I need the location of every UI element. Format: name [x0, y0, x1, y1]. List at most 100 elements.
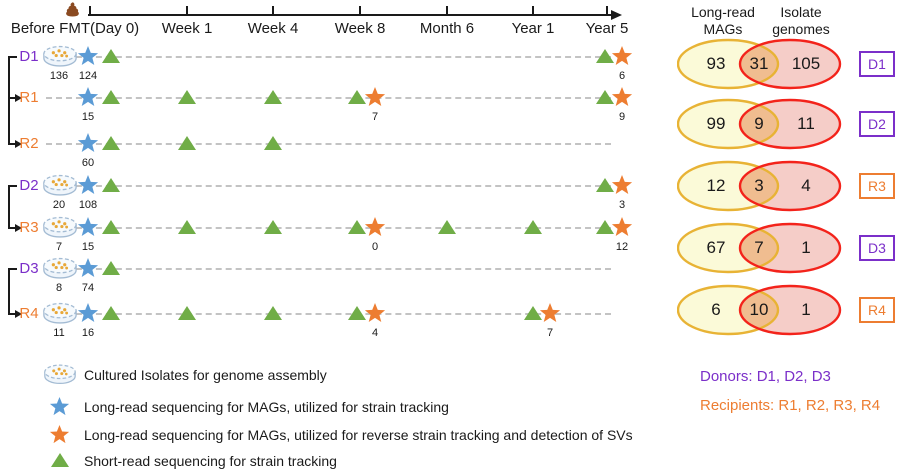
- triangle-icon: [596, 220, 614, 234]
- bracket-arrow-line: [8, 97, 16, 99]
- axis-label-2: Week 4: [247, 20, 299, 37]
- axis-label-5: Year 1: [511, 20, 555, 37]
- bracket-arrowhead: [15, 310, 22, 318]
- triangle-icon: [178, 90, 196, 104]
- recipients-caption: Recipients: R1, R2, R3, R4: [700, 397, 881, 414]
- bracket-stub: [8, 185, 17, 187]
- axis-tick: [89, 6, 91, 15]
- blue-star-icon: [77, 303, 99, 323]
- venn-diagram-R4: [677, 284, 842, 336]
- venn-col1-header-line1: Long-read: [691, 4, 755, 20]
- axis-tick: [532, 6, 534, 15]
- row-track-R2: [46, 143, 611, 145]
- axis-label-4: Month 6: [419, 20, 475, 37]
- triangle-icon: [438, 220, 456, 234]
- venn-diagram-D2: [677, 98, 842, 150]
- bracket-stub: [8, 268, 17, 270]
- row-label-R1: R1: [19, 89, 39, 106]
- row-label-R2: R2: [19, 135, 39, 152]
- orange-star-icon: [364, 87, 386, 107]
- bracket-arrow-line: [8, 227, 16, 229]
- legend-label: Long-read sequencing for MAGs, utilized …: [84, 399, 449, 415]
- orange-star-icon: [611, 175, 633, 195]
- bracket-arrow-line: [8, 313, 16, 315]
- petri-dish-icon: [43, 302, 77, 324]
- symbol-count: 7: [546, 327, 554, 339]
- venn-right-count: 4: [801, 176, 811, 195]
- venn-diagram-D1: [677, 38, 842, 90]
- triangle-icon: [102, 136, 120, 150]
- donors-caption: Donors: D1, D2, D3: [700, 368, 831, 385]
- orange-star-icon: [49, 425, 70, 444]
- triangle-icon: [102, 90, 120, 104]
- orange-star-icon: [539, 303, 561, 323]
- symbol-count: 9: [618, 111, 626, 123]
- venn-label-box-R3: R3: [859, 173, 895, 199]
- dish-count: 20: [52, 199, 66, 211]
- petri-dish-icon: [43, 174, 77, 196]
- bracket-vertical: [8, 268, 10, 315]
- stool-icon: [66, 2, 79, 17]
- axis-label-0: Before FMT(Day 0): [10, 20, 140, 37]
- legend-label: Cultured Isolates for genome assembly: [84, 367, 327, 383]
- dish-count: 7: [55, 241, 63, 253]
- axis-label-6: Year 5: [585, 20, 629, 37]
- row-track-D3: [46, 268, 611, 270]
- row-track-D2: [46, 185, 611, 187]
- axis-tick: [272, 6, 274, 15]
- venn-label-box-R4: R4: [859, 297, 895, 323]
- axis-tick: [446, 6, 448, 15]
- row-label-R3: R3: [19, 219, 39, 236]
- bracket-arrowhead: [15, 140, 22, 148]
- petri-dish-icon: [43, 45, 77, 67]
- venn-col2-header-line1: Isolate: [780, 4, 822, 20]
- venn-left-count: 6: [711, 300, 721, 319]
- venn-overlap-count: 10: [749, 300, 769, 319]
- triangle-icon: [348, 220, 366, 234]
- triangle-icon: [596, 90, 614, 104]
- orange-star-icon: [364, 217, 386, 237]
- venn-col1-header-line2: MAGs: [703, 21, 743, 37]
- bracket-arrow-line: [8, 143, 16, 145]
- dish-count: 136: [49, 70, 69, 82]
- axis-tick: [186, 6, 188, 15]
- petri-dish-icon: [43, 216, 77, 238]
- bracket-vertical: [8, 185, 10, 229]
- axis-tick: [606, 6, 608, 15]
- symbol-count: 0: [371, 241, 379, 253]
- symbol-count: 74: [81, 282, 95, 294]
- blue-star-icon: [77, 133, 99, 153]
- symbol-count: 15: [81, 111, 95, 123]
- orange-star-icon: [611, 87, 633, 107]
- venn-right-count: 105: [791, 54, 821, 73]
- blue-star-icon: [77, 175, 99, 195]
- symbol-count: 16: [81, 327, 95, 339]
- triangle-icon: [178, 306, 196, 320]
- axis-tick: [359, 6, 361, 15]
- venn-overlap-count: 3: [754, 176, 764, 195]
- orange-star-icon: [364, 303, 386, 323]
- blue-star-icon: [77, 258, 99, 278]
- triangle-icon: [102, 178, 120, 192]
- petri-dish-icon: [44, 364, 76, 385]
- axis-label-3: Week 8: [334, 20, 386, 37]
- bracket-arrowhead: [15, 224, 22, 232]
- legend-label: Long-read sequencing for MAGs, utilized …: [84, 427, 633, 443]
- triangle-icon: [524, 306, 542, 320]
- triangle-icon: [264, 306, 282, 320]
- timeline-axis: [88, 14, 612, 16]
- triangle-icon: [102, 261, 120, 275]
- row-label-D2: D2: [19, 177, 39, 194]
- venn-diagram-D3: [677, 222, 842, 274]
- row-track-D1: [46, 56, 611, 58]
- triangle-icon: [264, 220, 282, 234]
- venn-right-count: 1: [801, 238, 811, 257]
- triangle-icon: [178, 220, 196, 234]
- row-label-R4: R4: [19, 305, 39, 322]
- legend-label: Short-read sequencing for strain trackin…: [84, 453, 337, 469]
- triangle-icon: [596, 49, 614, 63]
- axis-label-1: Week 1: [161, 20, 213, 37]
- triangle-icon: [348, 90, 366, 104]
- triangle-icon: [178, 136, 196, 150]
- bracket-arrowhead: [15, 94, 22, 102]
